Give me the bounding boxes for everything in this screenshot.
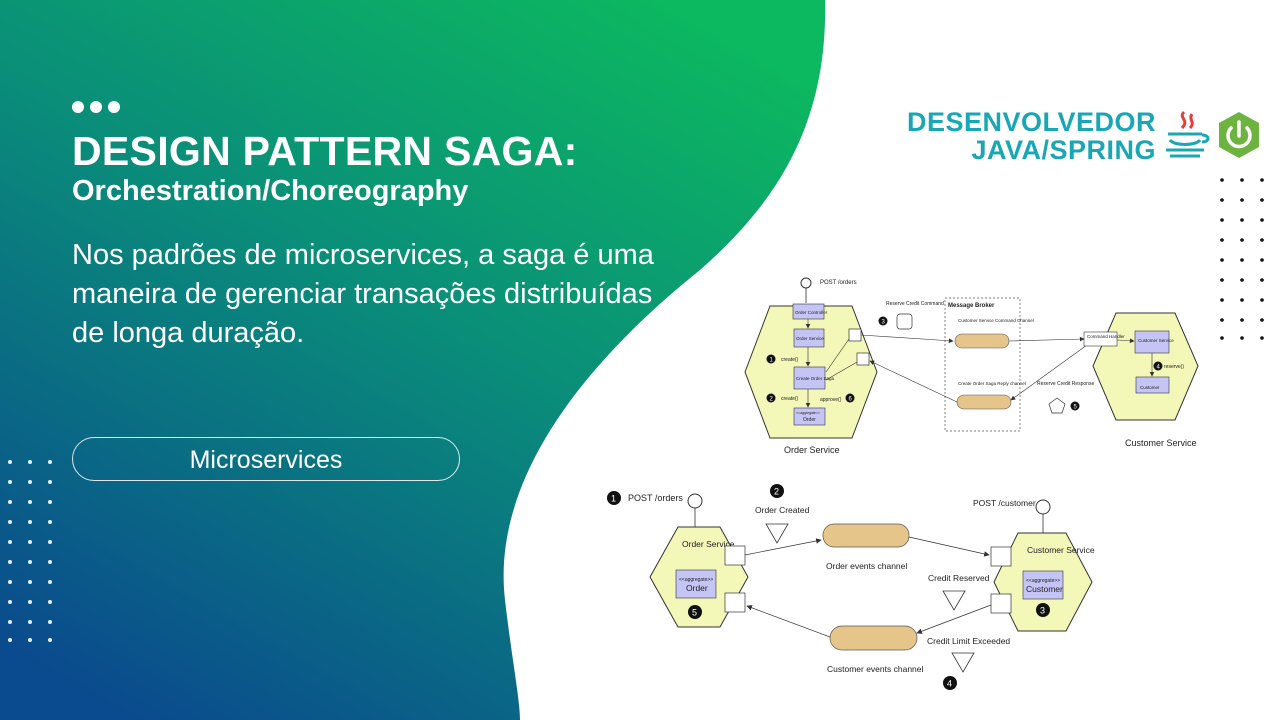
orch-order-controller: Order Controller <box>795 310 828 315</box>
chor-customer-aggregate-tag: <<aggregate>> <box>1026 578 1060 584</box>
orch-saga-reply-channel: Create Order Saga Reply channel <box>958 381 1026 386</box>
chor-order-service: Order Service <box>682 539 735 549</box>
orch-step-5: 5 <box>1074 405 1078 411</box>
orch-command-handler: Command Handler <box>1087 334 1125 339</box>
chor-step-1: 1 <box>611 494 616 504</box>
orch-reserve-credit-response: Reserve Credit Response <box>1037 381 1094 387</box>
orch-customer-service-caption: Customer Service <box>1125 438 1197 448</box>
order-events-channel <box>822 523 910 548</box>
message-broker-box <box>944 297 1021 432</box>
gradient-wave <box>0 0 826 720</box>
spring-power-icon <box>1219 112 1259 158</box>
customer-service-hexagon <box>1092 312 1199 421</box>
orch-step-4: 4 <box>1157 365 1161 371</box>
chor-customer-events-channel: Customer events channel <box>827 664 923 674</box>
chor-order-events-channel: Order events channel <box>826 561 907 571</box>
dot-grid-left <box>8 460 52 642</box>
chor-customer-service: Customer Service <box>1027 545 1095 555</box>
chor-step-3: 3 <box>1040 606 1045 616</box>
chor-order-created: Order Created <box>755 505 810 515</box>
orch-create-label-2: create() <box>781 396 799 402</box>
brand-logo-text: DESENVOLVEDOR JAVA/SPRING <box>886 108 1156 164</box>
chor-credit-limit-exceeded: Credit Limit Exceeded <box>927 636 1010 646</box>
orch-customer-service-box: Customer Service <box>1138 338 1174 343</box>
orch-create-saga-box: Create Order Saga <box>796 376 835 381</box>
orch-create-label-1: create() <box>781 357 799 363</box>
chor-order: Order <box>686 583 708 593</box>
chor-step-2: 2 <box>774 487 779 497</box>
customer-events-channel <box>829 625 918 651</box>
page-title: DESIGN PATTERN SAGA: <box>72 128 578 174</box>
orch-reserve-credit-command: Reserve Credit Command <box>886 301 944 307</box>
chor-post-customer: POST /customer <box>973 498 1036 508</box>
brand-line-2: JAVA/SPRING <box>971 135 1156 165</box>
orch-step-2: 2 <box>770 397 774 403</box>
chor-order-aggregate-tag: <<aggregate>> <box>679 577 713 583</box>
chor-credit-reserved: Credit Reserved <box>928 573 990 583</box>
chor-step-5: 5 <box>692 608 697 618</box>
orch-reserve-label: reserve() <box>1164 364 1184 370</box>
chor-step-4: 4 <box>947 679 952 689</box>
orch-customer-box: Customer <box>1140 385 1160 390</box>
orch-step-3: 3 <box>882 320 886 326</box>
orch-post-orders: POST /orders <box>820 280 857 286</box>
orch-step-1: 1 <box>770 358 774 364</box>
choreography-diagram: 1 POST /orders Order Service <<aggregate… <box>607 484 1095 690</box>
description-text: Nos padrões de microservices, a saga é u… <box>72 239 654 349</box>
page-subtitle: Orchestration/Choreography <box>72 175 469 207</box>
orch-order-service-box: Order Service <box>796 336 824 341</box>
orch-step-6: 6 <box>849 397 853 403</box>
decorative-dots <box>72 101 120 113</box>
dot-grid-right <box>1220 178 1264 340</box>
orch-order-box: Order <box>803 417 816 423</box>
orch-order-service-caption: Order Service <box>784 445 840 455</box>
chor-customer: Customer <box>1026 584 1063 594</box>
orch-aggregate-label: <<aggregate>> <box>796 411 820 415</box>
java-cup-icon <box>1166 110 1210 158</box>
brand-line-1: DESENVOLVEDOR <box>906 107 1156 137</box>
chor-post-orders: POST /orders <box>628 493 683 503</box>
orchestration-diagram: POST /orders Order Controller Order Serv… <box>744 277 1199 455</box>
orch-customer-command-channel: Customer Service Command Channel <box>958 318 1034 323</box>
orch-message-broker: Message Broker <box>948 303 995 309</box>
orch-approve-label: approve() <box>820 397 842 403</box>
category-tag[interactable]: Microservices <box>72 437 460 481</box>
